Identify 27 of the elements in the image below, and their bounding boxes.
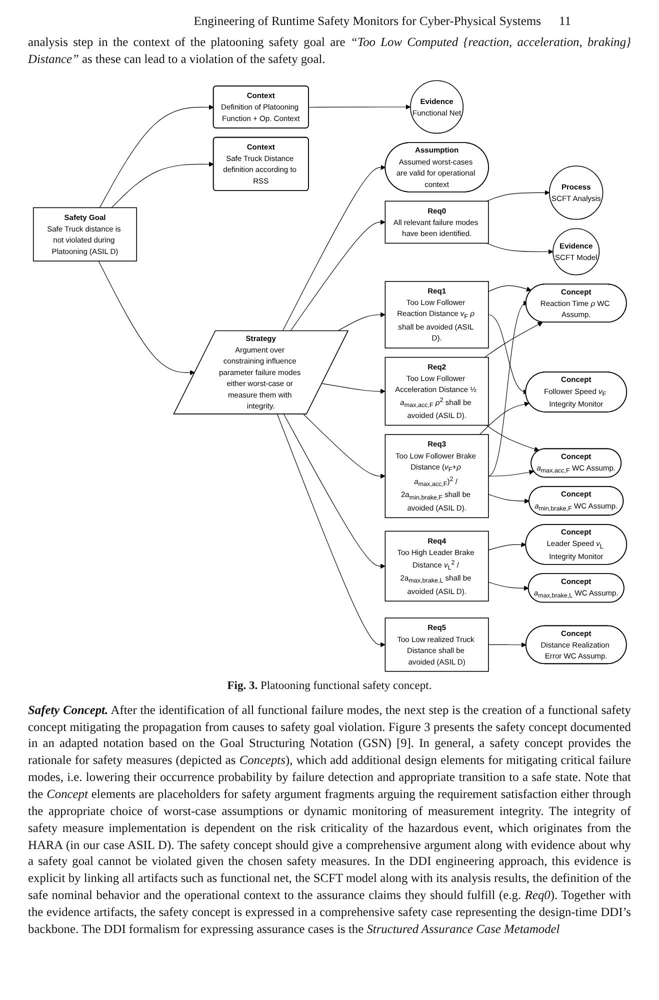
paragraph: Safety Concept. After the identification of all functional failure modes, the next step is the creation of a functional safety concept mitigating the propagation from causes to safety goal violation. Figure 3 presents the safety concept documented in an adapted notation based on the Goal Structuring Notation (GSN) [9]. In general, a safety concept provides the rationale for safety measures (depicted as Concepts), which add additional design elements for mitigating critical failure modes, i.e. lowering their occurrence probability by failure detection and appropriate transition to a safe state. Note that the Concept elements are placeholders for safety argument fragments arguing the requirement satisfaction either through the appropriate choice of worst-case assumptions or dynamic monitoring of measurement integrity. The integrity of safety measure implementation is dependent on the risk criticality of the hazardous event, which originates from the HARA (in our case ASIL D). The safety concept should give a comprehensive argument along with evidence about why a safety goal cannot be violated given the chosen safety measures. In the DDI engineering approach, this evidence is explicit by linking all artifacts such as functional net, the SCFT model along with its analysis results, the definition of the safe nominal behavior and the operational context to the assurance claims they should fulfill (e.g. Req0). Together with the evidence artifacts, the safety concept is expressed in a comprehensive safety case representing the design-time DDI’s backbone. The DDI formalism for expressing assurance cases is the Structured Assurance Case Metamodel xyxy=(28,702,631,938)
arrow xyxy=(486,242,553,254)
arrow xyxy=(478,401,529,435)
arrow xyxy=(308,104,410,110)
page-number: 11 xyxy=(558,14,571,29)
arrow xyxy=(488,301,528,476)
arrow xyxy=(276,414,385,647)
arrow xyxy=(283,414,385,568)
arrow xyxy=(98,104,214,208)
running-head: Engineering of Runtime Safety Monitors for Cyber-Physical Systems xyxy=(194,14,541,29)
arrow xyxy=(290,219,385,332)
arrow xyxy=(488,582,528,590)
figure-caption: Fig. 3. Platooning functional safety concept. xyxy=(226,680,433,692)
arrow xyxy=(488,542,526,550)
arrow xyxy=(488,469,534,476)
arrow xyxy=(486,190,550,202)
arrow xyxy=(110,161,214,208)
arrow xyxy=(282,164,386,332)
arrow xyxy=(488,494,530,504)
paragraph: analysis step in the context of the platooning safety goal are “Too Low Computed {reaction, acceleration, braking} Distance” as these can lead to a violation of the safety goal. xyxy=(28,34,631,68)
arrow xyxy=(488,642,526,648)
arrow xyxy=(321,382,385,394)
arrow xyxy=(484,322,542,358)
arrow xyxy=(98,260,195,375)
arrow xyxy=(488,285,532,292)
arrow xyxy=(302,414,385,478)
arrow xyxy=(486,424,539,452)
